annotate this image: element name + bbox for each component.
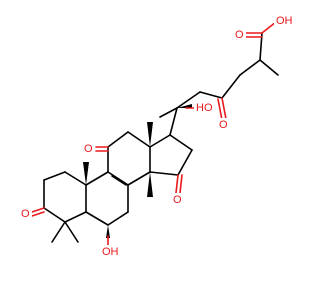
- molecule-structure-diagram: OH O O HO O O O OH: [20, 14, 294, 259]
- c7-hydroxyl-label: OH: [102, 246, 119, 258]
- c3-ketone-oxygen-label: O: [21, 208, 30, 220]
- c11-ketone-oxygen-label: O: [84, 143, 93, 155]
- atom-labels: OH O O HO O O O OH: [20, 14, 294, 259]
- ring-d: [149, 134, 193, 176]
- side-hydroxyl-label: HO: [196, 102, 213, 114]
- c15-ketone-oxygen-label: O: [173, 194, 182, 206]
- side-ketone-oxygen-label: O: [219, 119, 228, 131]
- ring-b: [85, 171, 129, 226]
- molecule-drawing: OH O O HO O O O OH: [20, 14, 294, 259]
- acid-hydroxyl-label: OH: [276, 15, 293, 27]
- acid-carbonyl-oxygen-label: O: [235, 29, 244, 41]
- side-chain: [169, 32, 279, 136]
- methyl-groups: [51, 107, 178, 243]
- ring-c: [107, 131, 151, 186]
- oxygen-bonds: [31, 21, 277, 247]
- ring-a: [43, 171, 87, 223]
